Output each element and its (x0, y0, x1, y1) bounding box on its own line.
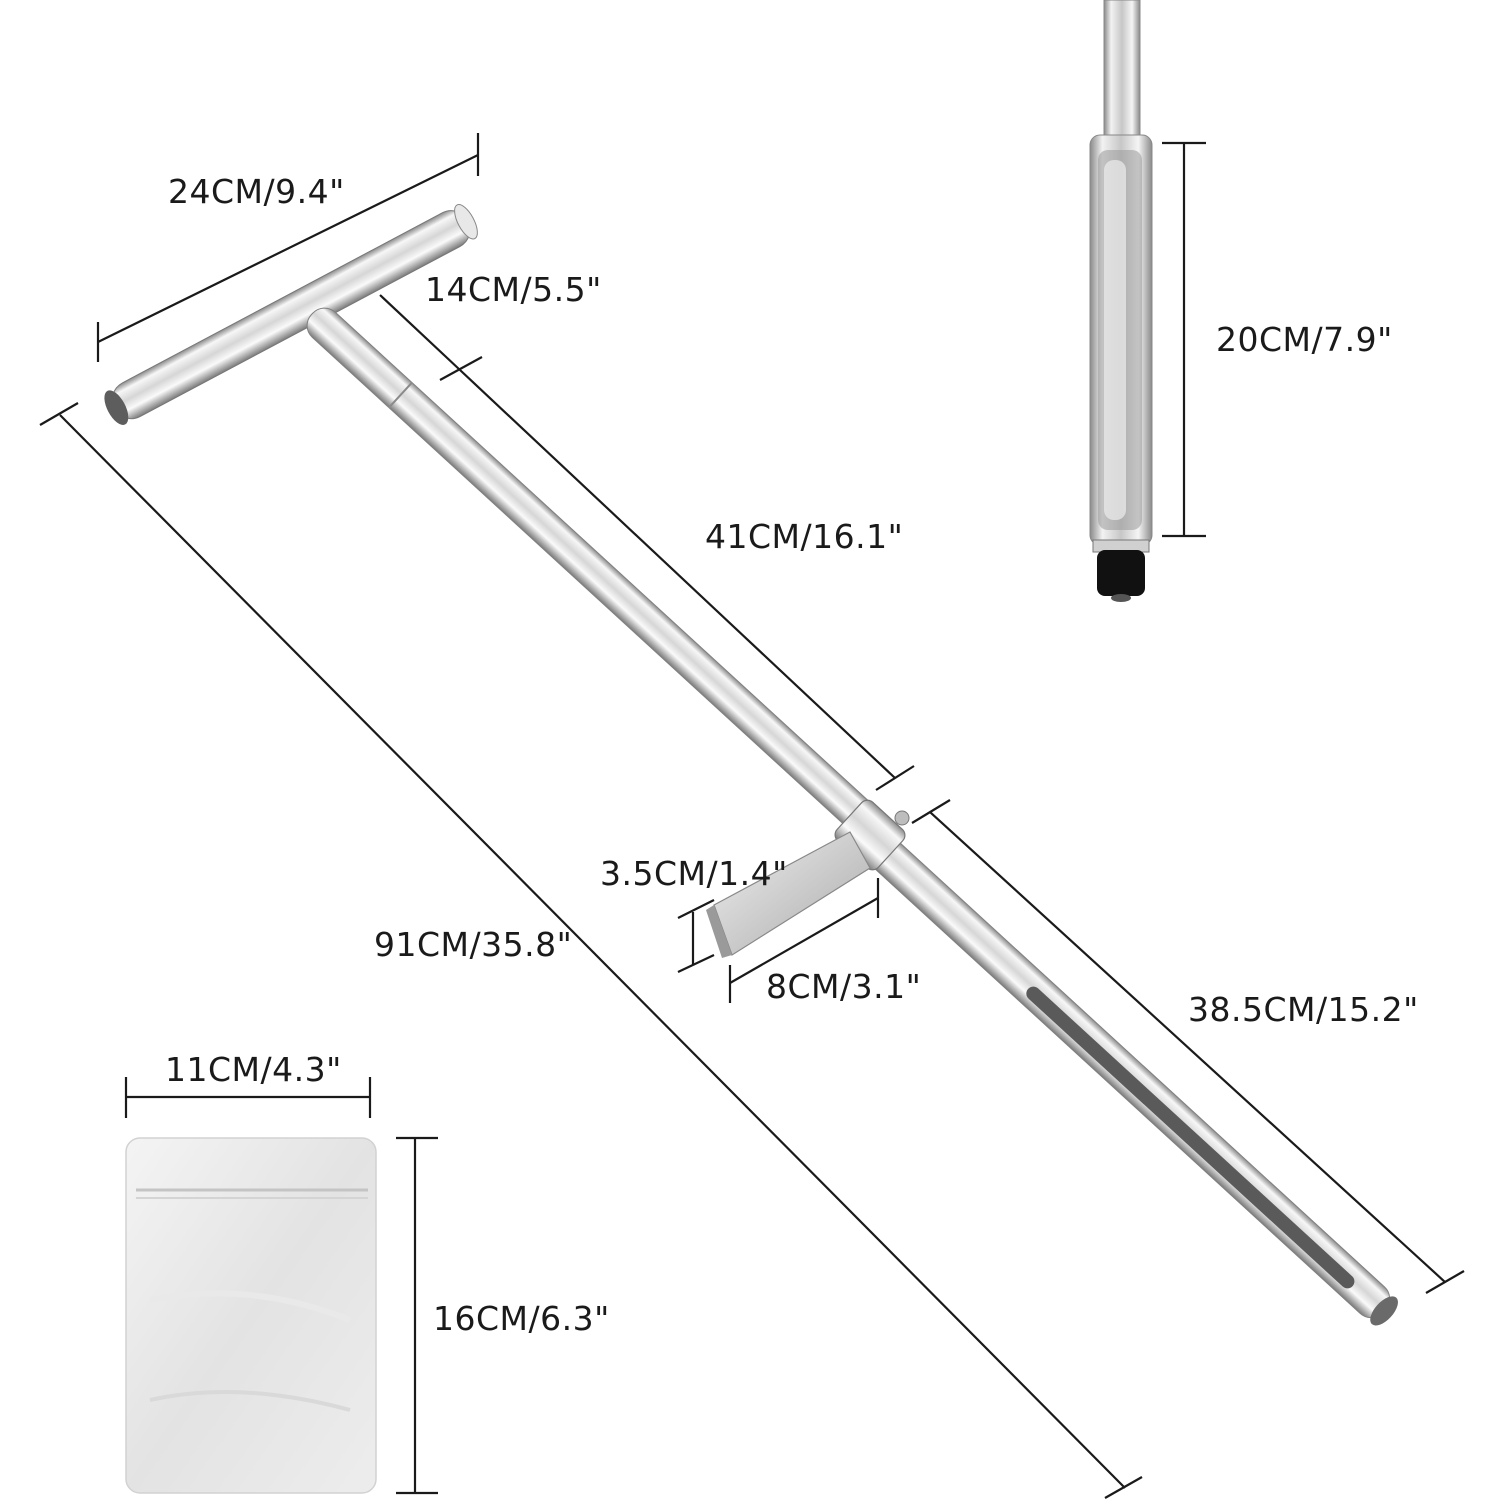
handle-width-label: 24CM/9.4" (168, 172, 345, 211)
step-thickness-label: 3.5CM/1.4" (600, 854, 788, 893)
dimension-lines (39, 133, 1465, 1499)
bag-height-label: 16CM/6.3" (433, 1299, 610, 1338)
handle-upper-section-label: 14CM/5.5" (425, 270, 602, 309)
tip-closeup-length-label: 20CM/7.9" (1216, 320, 1393, 359)
step-width-label: 8CM/3.1" (766, 967, 922, 1006)
probe-tip-closeup-icon (1089, 0, 1153, 602)
total-length-label: 91CM/35.8" (374, 925, 573, 964)
sample-bag-icon (125, 1137, 377, 1494)
sampling-tube-label: 38.5CM/15.2" (1188, 990, 1419, 1029)
middle-section-label: 41CM/16.1" (705, 517, 904, 556)
soil-sampler-probe-icon (104, 204, 1398, 1326)
bag-width-label: 11CM/4.3" (165, 1050, 342, 1089)
